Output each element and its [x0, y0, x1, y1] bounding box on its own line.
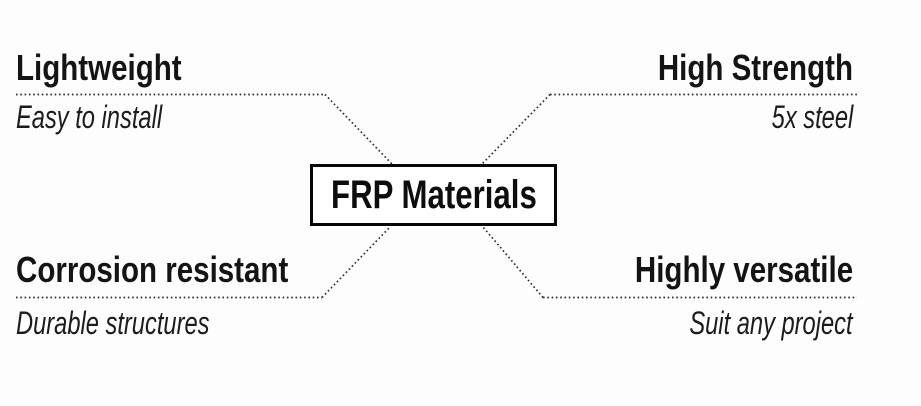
- center-node-box: FRP Materials: [310, 164, 557, 226]
- feature-title-text: Lightweight: [16, 47, 182, 88]
- feature-subtitle-text: Suit any project: [689, 305, 853, 341]
- feature-subtitle-corrosion-resistant: Durable structures: [16, 307, 277, 339]
- feature-title-text: Corrosion resistant: [16, 249, 289, 290]
- feature-subtitle-text: 5x steel: [771, 99, 853, 135]
- dotted-diagonal-bottom-right: [482, 226, 544, 299]
- dotted-diagonal-top-left: [324, 93, 393, 165]
- center-node-title: FRP Materials: [302, 175, 566, 215]
- feature-title-text: High Strength: [657, 47, 853, 88]
- feature-subtitle-text: Durable structures: [16, 305, 210, 341]
- feature-title-highly-versatile: Highly versatile: [587, 252, 853, 288]
- feature-subtitle-high-strength: 5x steel: [743, 101, 853, 133]
- feature-subtitle-highly-versatile: Suit any project: [632, 307, 853, 339]
- feature-title-lightweight: Lightweight: [16, 50, 218, 86]
- feature-title-text: Highly versatile: [634, 249, 853, 290]
- feature-subtitle-lightweight: Easy to install: [16, 101, 213, 133]
- feature-title-corrosion-resistant: Corrosion resistant: [16, 252, 348, 288]
- feature-title-high-strength: High Strength: [615, 50, 853, 86]
- dotted-diagonal-top-right: [481, 93, 551, 165]
- feature-subtitle-text: Easy to install: [16, 99, 163, 135]
- center-node-title-text: FRP Materials: [330, 173, 537, 217]
